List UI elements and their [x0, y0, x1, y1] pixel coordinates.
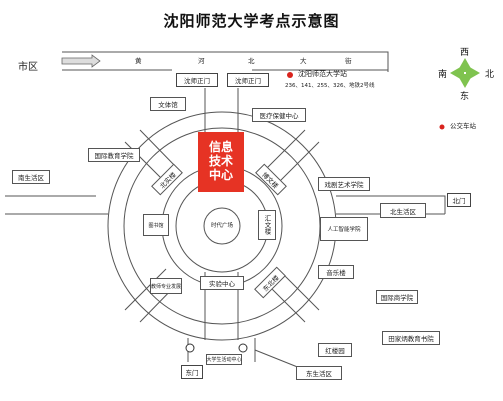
bus-stop-north-icon — [287, 72, 293, 78]
bus-stop-routes: 236、141、255、326、地铁2号线 — [285, 83, 375, 89]
road-char-5: 街 — [345, 57, 352, 65]
building-hongyin: 红楼园 — [318, 343, 352, 357]
building-shiyan-zhongxin: 实验中心 — [200, 276, 244, 290]
bus-stop-legend: 公交车站 — [450, 122, 476, 130]
map-title: 沈阳师范大学考点示意图 — [163, 12, 340, 30]
road-char-1: 黄 — [135, 57, 142, 65]
info-technology-center: 信息 技术 中心 — [198, 132, 244, 192]
north-gate-left: 沈师正门 — [176, 73, 218, 87]
building-wenti-guan: 文体馆 — [150, 97, 186, 111]
city-label: 市区 — [18, 62, 38, 73]
building-tianjia: 田家炳教育书院 — [382, 331, 440, 345]
building-jiaoshi: 教师专业发展 — [150, 278, 182, 294]
building-wenhui-lou: 汇文楼 — [258, 210, 276, 240]
compass-west: 西 — [460, 48, 470, 58]
road-char-2: 河 — [198, 57, 205, 65]
building-tushuguan: 图书馆 — [143, 214, 169, 236]
north-road — [62, 51, 389, 72]
building-guoji-jiaoyu: 国际教育学院 — [88, 148, 140, 162]
bus-stop-south-right-icon — [238, 343, 248, 353]
road-char-3: 北 — [248, 57, 255, 65]
building-rengong-zhineng: 人工智能学院 — [320, 217, 368, 241]
city-arrow-icon — [61, 54, 101, 68]
south-bus-stop-label: 大学生活动中心 — [206, 354, 242, 365]
bus-stop-south-left-icon — [185, 343, 195, 353]
bus-stop-legend-icon — [439, 124, 445, 130]
compass-east: 东 — [460, 92, 470, 102]
info-center-line-3: 中心 — [208, 167, 233, 182]
building-shidai-guangchang: 时代广场 — [210, 223, 233, 229]
building-beisheng: 北生活区 — [380, 203, 426, 218]
compass-north: 北 — [485, 70, 495, 80]
road-char-4: 大 — [300, 57, 307, 65]
building-yinyue-lou: 音乐楼 — [318, 265, 354, 279]
building-guoji-shang: 国际商学院 — [376, 290, 418, 304]
building-yiliao: 医疗保健中心 — [252, 108, 306, 122]
building-nansheng: 南生活区 — [12, 170, 50, 184]
east-gate: 北门 — [447, 193, 471, 207]
compass-icon — [450, 58, 480, 88]
compass-south: 南 — [438, 70, 448, 80]
info-center-line-1: 信息 — [208, 140, 233, 155]
info-center-line-2: 技术 — [208, 154, 233, 169]
building-dongsheng: 东生活区 — [296, 366, 342, 380]
south-gate: 东门 — [181, 365, 203, 379]
north-gate-right: 沈师正门 — [227, 73, 269, 87]
building-xiju: 戏剧艺术学院 — [318, 177, 370, 191]
bus-stop-name: 沈阳师范大学站 — [298, 70, 347, 78]
